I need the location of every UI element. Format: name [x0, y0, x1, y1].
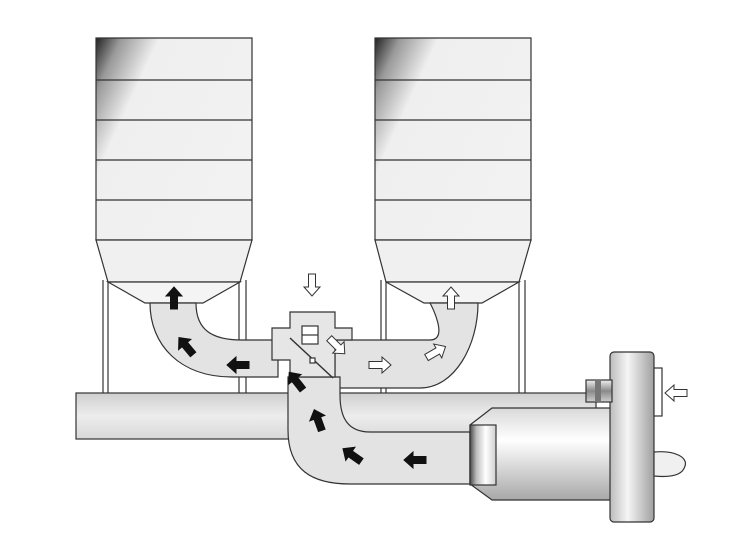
flow-arrow-active-icon: [287, 371, 307, 393]
flow-arrow-active-icon: [164, 286, 184, 310]
blower: [469, 351, 687, 523]
flow-arrow-active-icon: [308, 408, 327, 433]
flow-arrow-inactive-icon: [326, 335, 346, 355]
silo-right: [374, 37, 532, 393]
flow-arrows: [164, 273, 688, 470]
flow-arrow-inactive-icon: [664, 383, 688, 403]
flow-arrow-active-icon: [342, 446, 364, 465]
flow-arrow-active-icon: [178, 336, 197, 358]
flow-arrow-inactive-icon: [441, 286, 461, 310]
silo-left: [95, 37, 253, 393]
flow-arrow-inactive-icon: [302, 273, 322, 297]
flow-arrow-inactive-icon: [368, 355, 392, 375]
flow-arrow-inactive-icon: [424, 343, 447, 362]
flow-arrow-active-icon: [403, 450, 427, 470]
flow-arrow-active-icon: [226, 355, 250, 375]
